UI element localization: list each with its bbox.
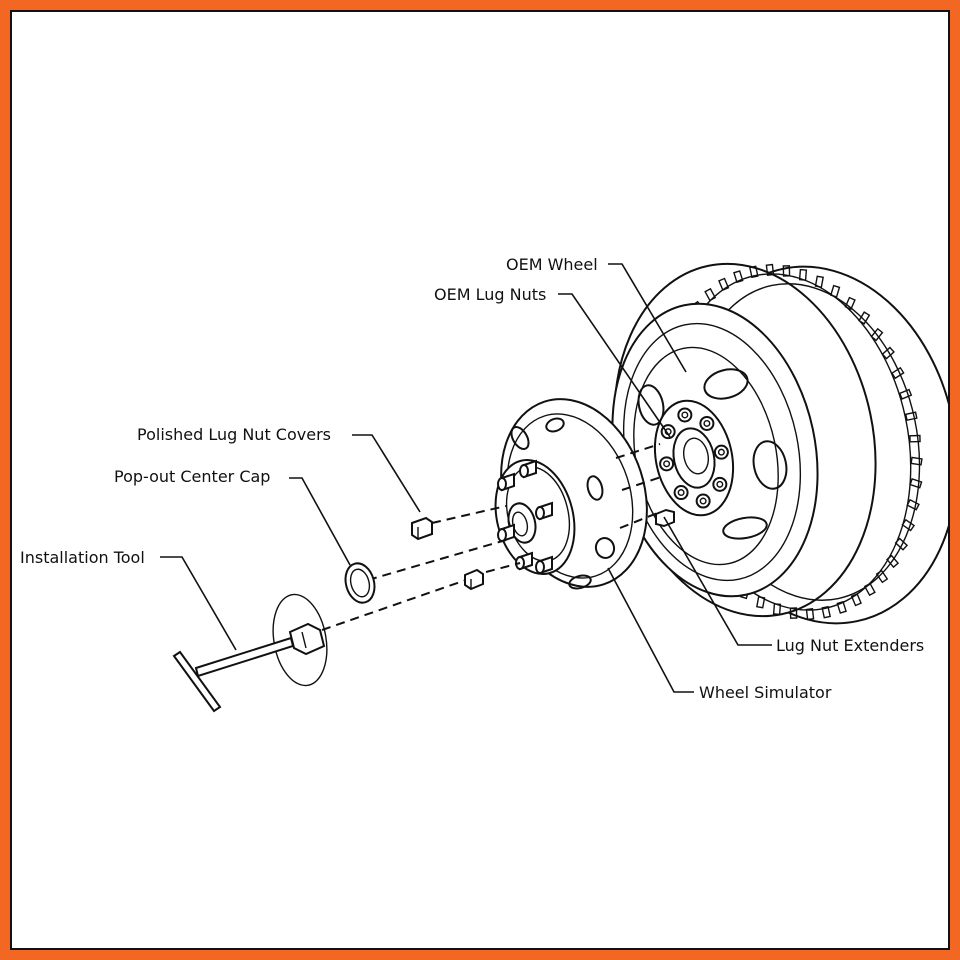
label-lug-nut-extenders: Lug Nut Extenders	[776, 636, 924, 655]
label-installation-tool: Installation Tool	[20, 548, 145, 567]
tread-block	[821, 605, 831, 619]
oem-lug-nut-stud	[663, 460, 671, 468]
tread-block	[886, 554, 900, 569]
tread-block	[749, 265, 759, 279]
tread-block	[894, 537, 909, 551]
lug-nut-extender-cap	[497, 477, 507, 491]
oem-lug-nut-stud	[677, 489, 685, 497]
tread-block	[870, 327, 884, 342]
tread-block	[906, 498, 920, 511]
tread-block	[836, 600, 847, 614]
lug-nut-extender-cap	[497, 528, 507, 542]
oem-lug-nut	[695, 493, 711, 509]
tread-block	[890, 366, 905, 380]
label-wheel-simulator: Wheel Simulator	[699, 683, 832, 702]
lug-nut-extender-cap	[535, 560, 545, 574]
leader-lines	[160, 263, 772, 693]
lug-nut-extenders-set	[497, 459, 675, 575]
tread-block	[805, 608, 815, 621]
assembly-lines	[321, 443, 665, 631]
lug-nut-extender-cap	[535, 506, 545, 520]
oem-lug-nut	[712, 476, 728, 492]
tread-block	[756, 596, 766, 609]
label-pop-out-center-cap: Pop-out Center Cap	[114, 467, 270, 486]
tread-block	[875, 569, 889, 584]
tread-block	[863, 582, 876, 597]
tread-block	[765, 263, 775, 276]
tread-block	[909, 478, 923, 489]
tread-block	[829, 284, 841, 298]
oem-lug-nut	[677, 407, 693, 423]
tread-block	[909, 434, 921, 443]
oem-lug-nuts	[659, 407, 729, 509]
callout-labels: OEM Wheel OEM Lug Nuts Polished Lug Nut …	[20, 255, 924, 702]
tread-block	[798, 268, 808, 281]
tread-block	[814, 275, 824, 288]
tread-block	[772, 603, 782, 616]
oem-wheel	[611, 262, 950, 625]
label-oem-wheel: OEM Wheel	[506, 255, 598, 274]
pop-out-center-cap	[344, 562, 376, 604]
lug-nut-extender-cap	[519, 464, 529, 478]
tread-block	[733, 270, 744, 284]
label-polished-lug-nut-covers: Polished Lug Nut Covers	[137, 425, 331, 444]
polished-lug-nut-cover	[411, 516, 484, 591]
tread-block	[858, 311, 871, 325]
label-oem-lug-nuts: OEM Lug Nuts	[434, 285, 546, 304]
tread-block	[718, 277, 730, 291]
oem-lug-nut-stud	[699, 497, 707, 505]
oem-lug-nut	[699, 415, 715, 431]
tread-block	[904, 411, 918, 422]
oem-lug-nut	[659, 456, 675, 472]
oem-lug-nut-stud	[703, 419, 711, 427]
oem-lug-nut-stud	[717, 448, 725, 456]
tread-block	[850, 593, 862, 607]
oem-lug-nut	[673, 485, 689, 501]
tread-block	[704, 287, 717, 302]
tread-block	[901, 518, 916, 532]
tread-block	[910, 456, 923, 466]
tread-block	[844, 296, 856, 311]
oem-lug-nut-stud	[681, 411, 689, 419]
tread-block	[898, 388, 913, 400]
installation-tool	[172, 593, 328, 713]
tread-block	[782, 265, 791, 277]
tread-block	[789, 607, 798, 619]
oem-lug-nut	[713, 444, 729, 460]
wheel-assembly-diagram: OEM Wheel OEM Lug Nuts Polished Lug Nut …	[20, 255, 950, 713]
tread-block	[881, 346, 895, 360]
oem-lug-nut-stud	[716, 480, 724, 488]
